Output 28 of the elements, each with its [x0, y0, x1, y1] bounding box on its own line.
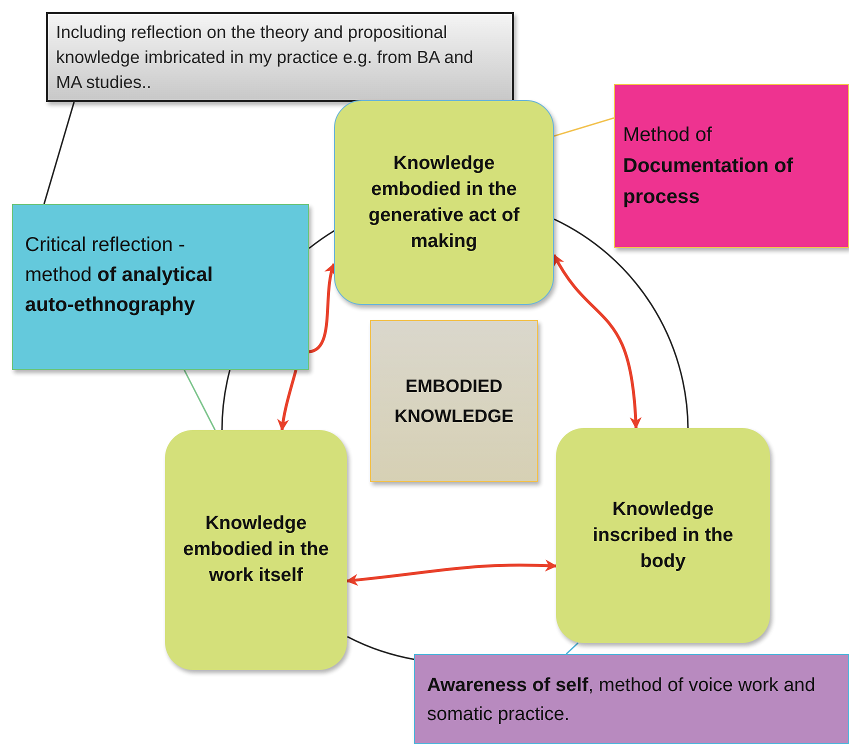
knowledge-box [334, 100, 554, 305]
node-text: Knowledge inscribed in the body [592, 498, 734, 574]
leader-line [184, 370, 216, 430]
note-box [46, 12, 514, 102]
node-text: EMBODIED KNOWLEDGE [394, 375, 514, 428]
knowledge-box [165, 430, 347, 670]
method-box [414, 654, 849, 744]
node-text: Knowledge embodied in the work itself [182, 512, 330, 588]
cycle-arc [308, 230, 335, 249]
node-text: Knowledge embodied in the generative act of making [368, 152, 520, 254]
arrow [277, 370, 298, 432]
leader-line [43, 102, 75, 204]
arrow [346, 560, 558, 586]
node-text: Including reflection on the theory and propositional knowledge imbricated in my practice e.g. from BA and MA studies.. [56, 20, 474, 94]
arrow [552, 254, 642, 430]
cycle-arc [554, 218, 689, 428]
leader-line [566, 642, 579, 655]
arrow [308, 262, 336, 354]
method-box [12, 204, 309, 370]
cycle-arc [221, 370, 231, 430]
central-concept-box [370, 320, 538, 482]
node-text: Method of Documentation of process [623, 122, 794, 210]
leader-line [554, 117, 614, 137]
node-text: Critical reflection - method of analytical auto-ethnography [25, 233, 214, 318]
node-text: Awareness of self, method of voice work and somatic practice. [427, 674, 816, 727]
cycle-arc [347, 636, 414, 660]
method-box [614, 84, 849, 248]
knowledge-box [556, 428, 770, 643]
